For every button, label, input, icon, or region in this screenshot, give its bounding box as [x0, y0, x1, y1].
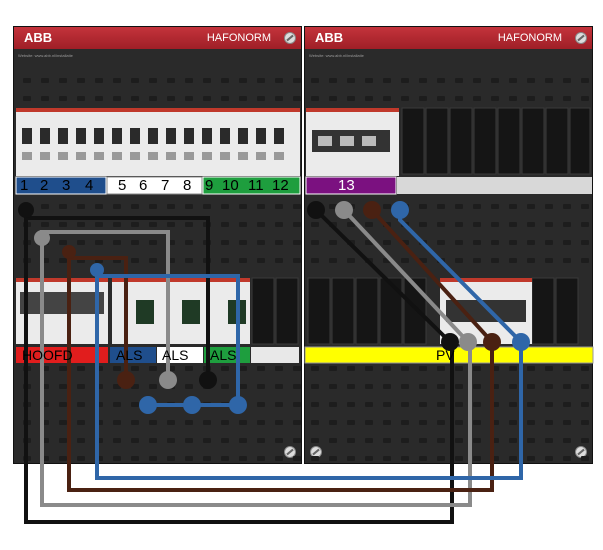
wire-grey-13 [342, 208, 470, 344]
wire-brown-long [67, 252, 494, 492]
wire-brown-13 [370, 208, 494, 344]
group-label-9: 9 [205, 177, 214, 194]
empty-slots [307, 277, 579, 345]
group-label-5: 5 [118, 177, 127, 194]
screw-icon [575, 32, 587, 44]
empty-slots [251, 277, 299, 345]
group-label-2: 2 [40, 177, 49, 194]
group-label-7: 7 [161, 177, 170, 194]
pegboard [14, 66, 301, 106]
terminals [18, 201, 530, 414]
wire-blue-long [95, 270, 523, 480]
wiring [24, 208, 523, 524]
label-als-1: ALS [116, 347, 143, 363]
group-label-3: 3 [62, 177, 71, 194]
panel-header: ABB HAFONORM [14, 27, 301, 49]
screw-icon [284, 32, 296, 44]
wire-black-long [24, 210, 454, 524]
group-label-4: 4 [85, 177, 94, 194]
wire-grey-long [40, 238, 472, 507]
label-pv: PV [436, 347, 455, 363]
panel-name: HAFONORM [497, 32, 562, 44]
mcb-row [16, 108, 300, 176]
panel-name: HAFONORM [206, 32, 271, 44]
pegboard [305, 364, 592, 462]
group-label-8: 8 [183, 177, 192, 194]
group-label-10: 10 [222, 177, 239, 194]
group-label-6: 6 [139, 177, 148, 194]
pegboard [305, 66, 592, 106]
abb-logo: ABB [24, 30, 53, 45]
group-label-12: 12 [272, 177, 289, 194]
pegboard [14, 364, 301, 462]
empty-slots [401, 107, 591, 175]
lower-labels [16, 346, 594, 364]
panel-header: ABB HAFONORM [305, 27, 592, 49]
main-switch-device [16, 278, 250, 344]
group-label-11: 11 [248, 177, 264, 194]
label-als-2: ALS [162, 347, 189, 363]
website-text: Website: www.abb.nl/installatie [309, 53, 364, 58]
label-als-3: ALS [210, 347, 237, 363]
abb-logo: ABB [315, 30, 344, 45]
wire-black-13 [314, 208, 452, 344]
pegboard [14, 196, 301, 274]
group-labels [15, 176, 592, 195]
website-text: Website: www.abb.nl/installatie [18, 53, 73, 58]
group-label-13: 13 [338, 177, 355, 194]
group-label-1: 1 [20, 177, 29, 194]
pv-breaker [440, 278, 532, 344]
label-hoofd: HOOFD [22, 347, 73, 363]
breaker-13 [306, 108, 399, 176]
